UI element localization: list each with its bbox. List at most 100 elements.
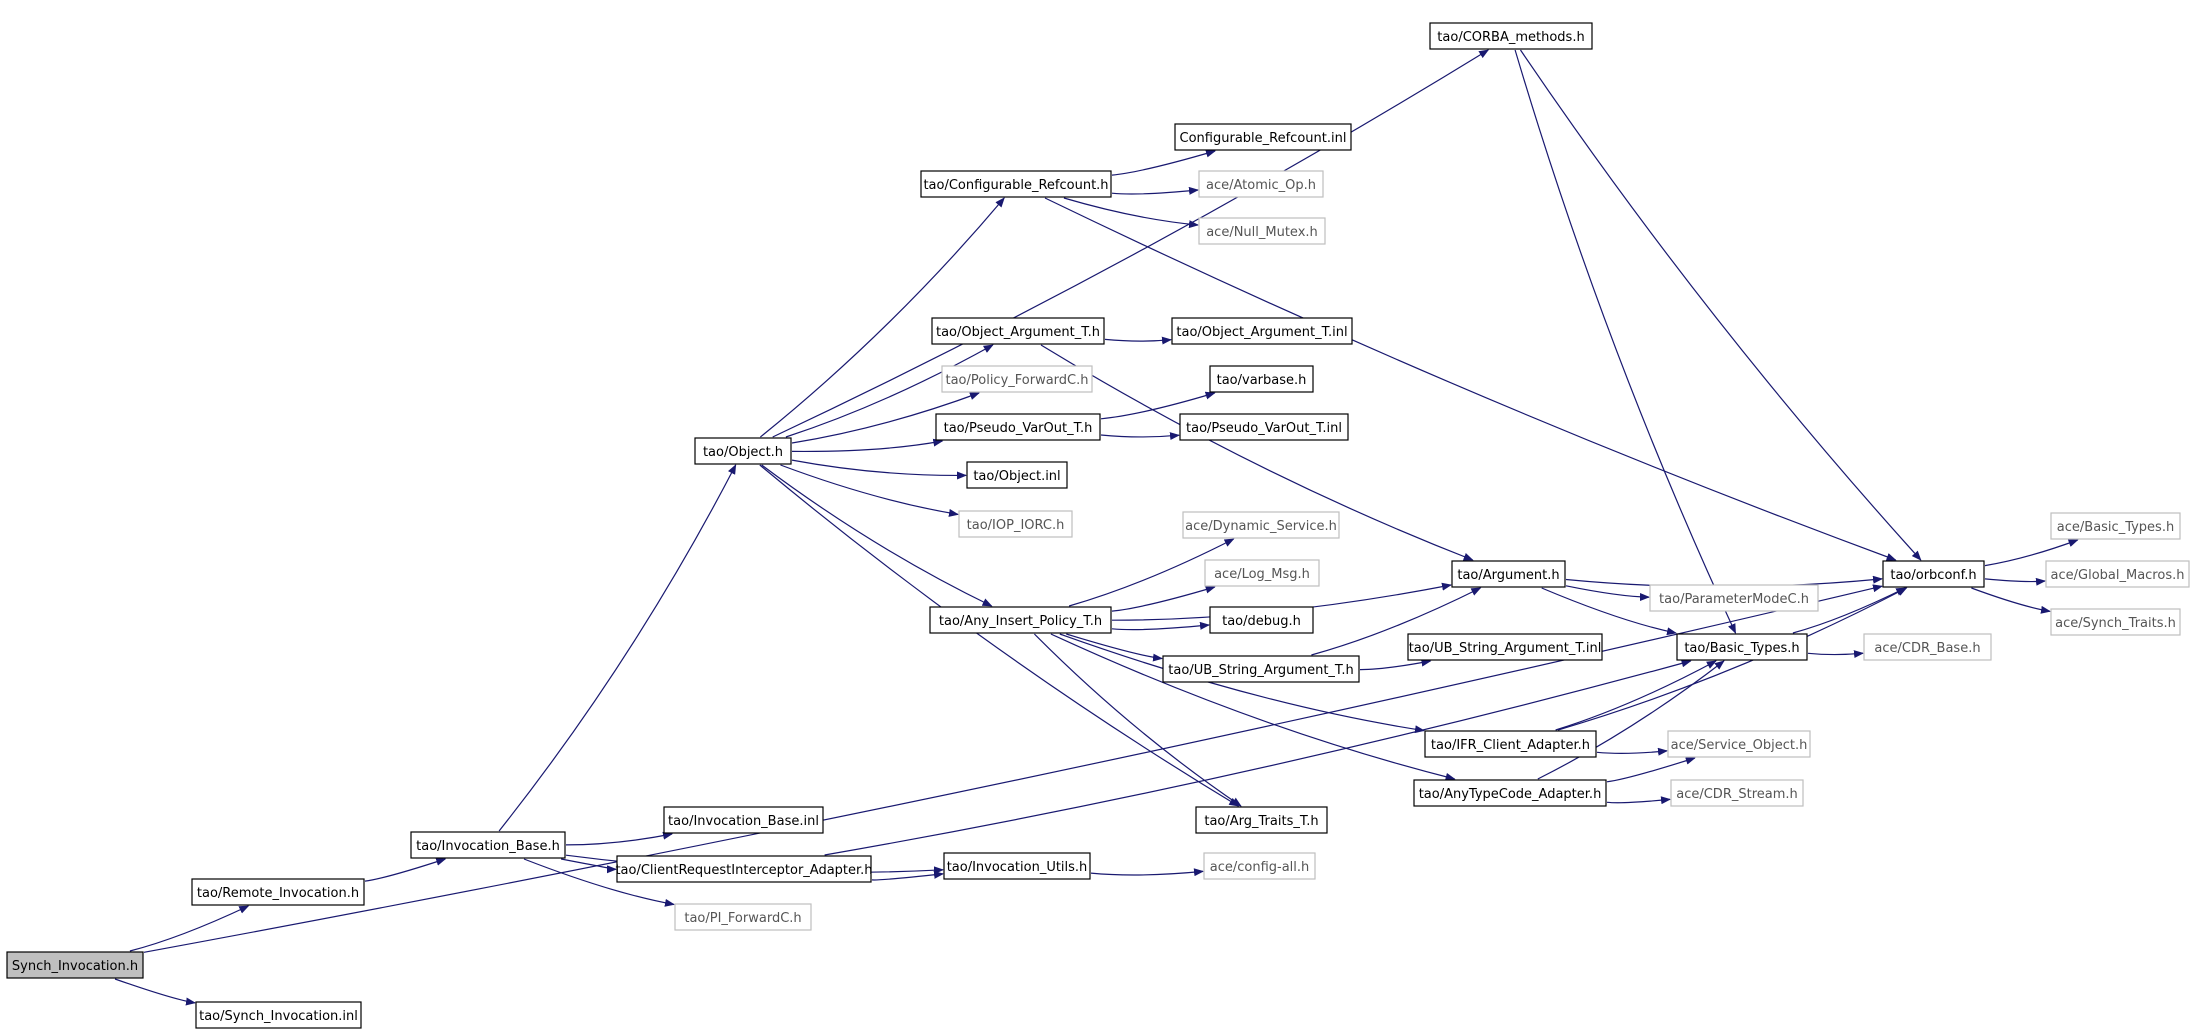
edge-object_h-to-policy_fwd bbox=[791, 392, 980, 444]
node-inv-base[interactable]: tao/Invocation_Base.h bbox=[410, 831, 566, 859]
node-label: tao/Invocation_Base.h bbox=[416, 839, 560, 854]
node-ace-basic-types[interactable]: ace/Basic_Types.h bbox=[2050, 512, 2181, 540]
node-box bbox=[1171, 317, 1353, 345]
edge-ifr_client-to-service_object bbox=[1596, 747, 1668, 756]
node-box bbox=[943, 852, 1091, 880]
node-service-object[interactable]: ace/Service_Object.h bbox=[1667, 730, 1811, 758]
node-object-inl[interactable]: tao/Object.inl bbox=[966, 461, 1068, 489]
edge-pseudo_var-to-varbase bbox=[1100, 391, 1216, 420]
edge-any_insert-to-ifr_client bbox=[1059, 633, 1425, 734]
node-box bbox=[1667, 730, 1811, 758]
node-box bbox=[1198, 170, 1324, 198]
node-atomic-op[interactable]: ace/Atomic_Op.h bbox=[1198, 170, 1324, 198]
node-inv-utils[interactable]: tao/Invocation_Utils.h bbox=[943, 852, 1091, 880]
node-cdr-stream[interactable]: ace/CDR_Stream.h bbox=[1670, 779, 1804, 807]
node-label: ace/Null_Mutex.h bbox=[1206, 225, 1318, 240]
node-box bbox=[1209, 365, 1314, 393]
node-box bbox=[1198, 217, 1326, 245]
node-box bbox=[1676, 633, 1808, 661]
edge-any_insert-to-arg_traits bbox=[1033, 633, 1242, 807]
edge-any_insert-to-anytc_adapter bbox=[1050, 633, 1456, 781]
node-ifr-client[interactable]: tao/IFR_Client_Adapter.h bbox=[1424, 730, 1597, 758]
node-box bbox=[1204, 559, 1320, 587]
node-box bbox=[694, 437, 792, 465]
edge-conf_ref-to-atomic_op bbox=[1111, 186, 1199, 195]
node-label: tao/Object_Argument_T.inl bbox=[1176, 325, 1347, 340]
node-arg-traits[interactable]: tao/Arg_Traits_T.h bbox=[1195, 806, 1328, 834]
edge-object_h-to-arg_traits bbox=[759, 464, 1240, 807]
node-obj-arg-inl[interactable]: tao/Object_Argument_T.inl bbox=[1171, 317, 1353, 345]
edge-argument_h-to-param_mode bbox=[1565, 585, 1650, 602]
node-label: ace/CDR_Base.h bbox=[1874, 641, 1980, 656]
node-debug-h[interactable]: tao/debug.h bbox=[1209, 606, 1314, 634]
node-remote[interactable]: tao/Remote_Invocation.h bbox=[191, 878, 365, 906]
node-synch-h[interactable]: Synch_Invocation.h bbox=[6, 951, 144, 979]
node-null-mutex[interactable]: ace/Null_Mutex.h bbox=[1198, 217, 1326, 245]
node-argument-h[interactable]: tao/Argument.h bbox=[1451, 560, 1566, 588]
node-log-msg[interactable]: ace/Log_Msg.h bbox=[1204, 559, 1320, 587]
node-conf-ref[interactable]: tao/Configurable_Refcount.h bbox=[920, 170, 1112, 198]
node-object-h[interactable]: tao/Object.h bbox=[694, 437, 792, 465]
edge-synch_h-to-orbconf bbox=[143, 584, 1883, 953]
node-pseudo-var[interactable]: tao/Pseudo_VarOut_T.h bbox=[935, 413, 1101, 441]
node-box bbox=[1182, 511, 1340, 539]
edge-any_insert-to-log_msg bbox=[1111, 585, 1216, 612]
node-varbase[interactable]: tao/varbase.h bbox=[1209, 365, 1314, 393]
node-inv-base-inl[interactable]: tao/Invocation_Base.inl bbox=[663, 806, 824, 834]
edge-ifr_client-to-basic_types bbox=[1555, 660, 1717, 731]
node-ub-string-inl[interactable]: tao/UB_String_Argument_T.inl bbox=[1407, 633, 1603, 661]
node-label: tao/Pseudo_VarOut_T.h bbox=[944, 421, 1093, 436]
node-box bbox=[2045, 560, 2190, 588]
edge-inv_utils-to-config_all bbox=[1090, 868, 1204, 877]
edge-inv_base-to-object_h bbox=[498, 464, 737, 832]
edge-synch_h-to-synch_inl bbox=[114, 978, 196, 1006]
node-basic-types[interactable]: tao/Basic_Types.h bbox=[1676, 633, 1808, 661]
node-ub-string[interactable]: tao/UB_String_Argument_T.h bbox=[1162, 655, 1360, 683]
node-cdr-base[interactable]: ace/CDR_Base.h bbox=[1863, 633, 1992, 661]
node-box bbox=[1162, 655, 1360, 683]
edge-object_h-to-any_insert bbox=[761, 464, 993, 607]
node-cri-adapter[interactable]: tao/ClientRequestInterceptor_Adapter.h bbox=[615, 855, 873, 883]
edge-inv_base-to-inv_base_inl bbox=[565, 831, 673, 846]
node-policy-fwd[interactable]: tao/Policy_ForwardC.h bbox=[941, 365, 1093, 393]
edge-corba_methods-to-orbconf bbox=[1520, 49, 1922, 561]
node-label: tao/UB_String_Argument_T.h bbox=[1168, 663, 1353, 678]
node-label: tao/orbconf.h bbox=[1890, 568, 1976, 583]
node-label: ace/CDR_Stream.h bbox=[1676, 787, 1798, 802]
node-label: tao/PI_ForwardC.h bbox=[684, 911, 801, 926]
node-any-insert[interactable]: tao/Any_Insert_Policy_T.h bbox=[929, 606, 1112, 634]
node-pseudo-var-inl[interactable]: tao/Pseudo_VarOut_T.inl bbox=[1179, 413, 1349, 441]
node-label: tao/Remote_Invocation.h bbox=[197, 886, 359, 901]
node-synch-traits[interactable]: ace/Synch_Traits.h bbox=[2050, 608, 2181, 636]
node-synch-inl[interactable]: tao/Synch_Invocation.inl bbox=[195, 1001, 362, 1029]
node-label: ace/Atomic_Op.h bbox=[1206, 178, 1316, 193]
node-box bbox=[935, 413, 1101, 441]
node-dyn-service[interactable]: ace/Dynamic_Service.h bbox=[1182, 511, 1340, 539]
node-box bbox=[929, 606, 1112, 634]
edge-obj_arg-to-argument_h bbox=[1040, 344, 1474, 561]
node-config-all[interactable]: ace/config-all.h bbox=[1203, 852, 1316, 880]
node-box bbox=[1649, 584, 1819, 612]
node-box bbox=[1863, 633, 1992, 661]
node-label: tao/Arg_Traits_T.h bbox=[1204, 814, 1318, 829]
edge-anytc_adapter-to-service_object bbox=[1606, 756, 1696, 783]
node-pi-fwd[interactable]: tao/PI_ForwardC.h bbox=[674, 903, 812, 931]
edge-corba_methods-to-basic_types bbox=[1514, 49, 1737, 634]
edge-object_h-to-iop_iorc bbox=[780, 464, 959, 517]
node-box bbox=[1179, 413, 1349, 441]
node-param-mode[interactable]: tao/ParameterModeC.h bbox=[1649, 584, 1819, 612]
node-obj-arg[interactable]: tao/Object_Argument_T.h bbox=[931, 317, 1105, 345]
node-corba-methods[interactable]: tao/CORBA_methods.h bbox=[1429, 22, 1593, 50]
node-box bbox=[1882, 560, 1985, 588]
node-global-macros[interactable]: ace/Global_Macros.h bbox=[2045, 560, 2190, 588]
edge-orbconf-to-global_macros bbox=[1984, 577, 2046, 586]
node-box bbox=[674, 903, 812, 931]
node-box bbox=[920, 170, 1112, 198]
node-box bbox=[958, 510, 1073, 538]
node-anytc-adapter[interactable]: tao/AnyTypeCode_Adapter.h bbox=[1413, 779, 1607, 807]
node-iop-iorc[interactable]: tao/IOP_IORC.h bbox=[958, 510, 1073, 538]
node-orbconf[interactable]: tao/orbconf.h bbox=[1882, 560, 1985, 588]
node-conf-ref-inl[interactable]: Configurable_Refcount.inl bbox=[1174, 123, 1352, 151]
edge-ifr_client-to-orbconf bbox=[1557, 587, 1908, 731]
